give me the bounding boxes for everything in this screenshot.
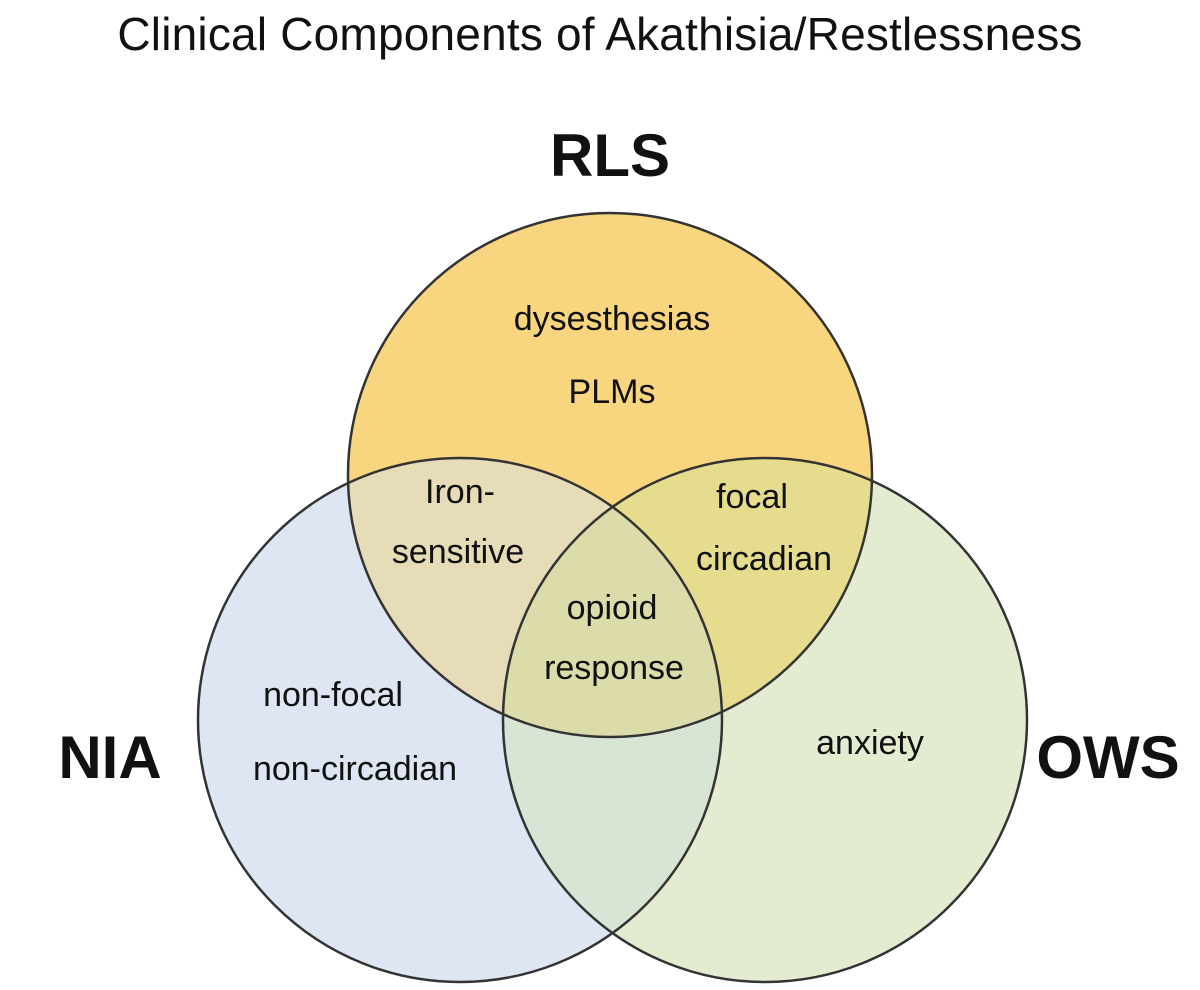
all-three-line-2: response [544,649,684,687]
rls-ows-line-1: focal [716,478,788,516]
nia-label: NIA [58,724,161,791]
rls-outline [346,211,874,739]
ows-outline [501,456,1029,984]
rls-nia-line-1: Iron- [425,473,495,511]
rls-nia-line-2: sensitive [392,533,524,571]
nia-outline [196,456,724,984]
rls-ows-line-2: circadian [696,540,832,578]
ows-label: OWS [1036,724,1179,791]
nia-only-line-2: non-circadian [253,750,457,788]
rls-only-line-1: dysesthesias [514,300,711,338]
rls-label: RLS [550,122,670,189]
all-three-overlap [503,458,722,737]
ows-only-line-1: anxiety [816,724,924,762]
rls-only-line-2: PLMs [569,373,656,411]
nia-only-line-1: non-focal [263,676,403,714]
all-three-line-1: opioid [567,589,658,627]
diagram-title: Clinical Components of Akathisia/Restles… [117,8,1083,60]
